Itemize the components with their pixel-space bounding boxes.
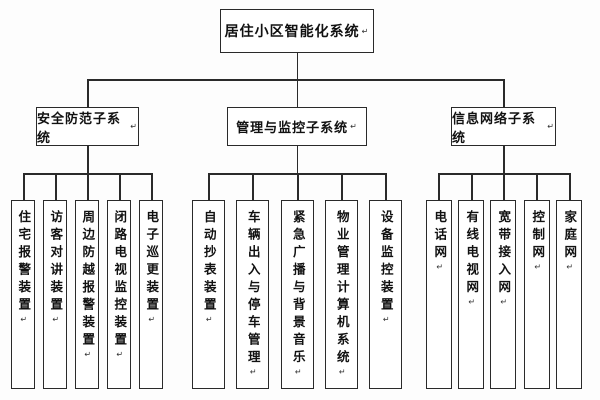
leaf-label: 设备监控装置 xyxy=(378,210,394,315)
connector-line xyxy=(536,173,538,200)
connector-line xyxy=(296,79,298,107)
leaf-meter-reading: 自动抄表装置↵ xyxy=(192,200,225,389)
connector-line xyxy=(471,173,473,200)
node-info-network-subsystem: 信息网络子系统 ↵ xyxy=(451,107,556,146)
leaf-label: 闭路电视监控装置 xyxy=(112,210,128,350)
connector-line xyxy=(208,173,210,200)
leaf-label: 宽带接入网 xyxy=(496,210,512,298)
connector-line xyxy=(385,173,387,200)
leaf-label: 有线电视网 xyxy=(464,210,480,298)
leaf-label: 物业管理计算机系统 xyxy=(334,210,350,368)
connector-line xyxy=(252,173,254,200)
connector-line xyxy=(569,173,571,200)
connector-line xyxy=(503,79,505,107)
return-mark: ↵ xyxy=(435,262,445,277)
return-mark: ↵ xyxy=(130,122,138,131)
leaf-visitor-intercom: 访客对讲装置↵ xyxy=(43,200,67,389)
node-root: 居住小区智能化系统↵ xyxy=(220,9,374,53)
return-mark: ↵ xyxy=(19,315,29,329)
connector-line xyxy=(296,53,298,79)
leaf-broadcast-music: 紧急广播与背景音乐↵ xyxy=(281,200,314,389)
leaf-cable-tv-network: 有线电视网↵ xyxy=(458,200,484,389)
leaf-label: 电子巡更装置 xyxy=(144,210,160,315)
connector-line xyxy=(87,173,89,200)
return-mark: ↵ xyxy=(337,367,347,382)
connector-line xyxy=(87,79,89,107)
leaf-label: 车辆出入与停车管理 xyxy=(245,210,261,368)
return-mark: ↵ xyxy=(350,122,358,131)
leaf-label: 住宅报警装置 xyxy=(16,210,32,315)
leaf-home-alarm: 住宅报警装置↵ xyxy=(11,200,35,389)
leaf-parking-management: 车辆出入与停车管理↵ xyxy=(236,200,269,389)
node-security-subsystem: 安全防范子系统 ↵ xyxy=(36,107,139,146)
leaf-electronic-patrol: 电子巡更装置↵ xyxy=(139,200,163,389)
leaf-label: 自动抄表装置 xyxy=(201,210,217,315)
return-mark: ↵ xyxy=(547,122,555,131)
return-mark: ↵ xyxy=(248,367,258,382)
leaf-equipment-monitor: 设备监控装置↵ xyxy=(369,200,402,389)
return-mark: ↵ xyxy=(83,350,93,364)
leaf-label: 控制网 xyxy=(530,210,546,263)
connector-line xyxy=(297,173,299,200)
connector-line xyxy=(23,173,25,200)
leaf-property-computer: 物业管理计算机系统↵ xyxy=(325,200,358,389)
connector-line xyxy=(151,173,153,200)
root-label: 居住小区智能化系统 xyxy=(224,24,360,40)
leaf-home-network: 家庭网↵ xyxy=(556,200,582,389)
leaf-cctv-monitor: 闭路电视监控装置↵ xyxy=(107,200,131,389)
connector-line xyxy=(438,173,440,200)
leaf-label: 访客对讲装置 xyxy=(48,210,64,315)
leaf-control-network: 控制网↵ xyxy=(524,200,550,389)
leaf-label: 周边防越报警装置 xyxy=(80,210,96,350)
node-management-subsystem: 管理与监控子系统↵ xyxy=(227,107,367,146)
leaf-broadband-network: 宽带接入网↵ xyxy=(490,200,516,389)
return-mark: ↵ xyxy=(51,315,61,329)
connector-line xyxy=(296,146,298,173)
leaf-perimeter-alarm: 周边防越报警装置↵ xyxy=(75,200,99,389)
leaf-label: 家庭网 xyxy=(562,210,578,263)
connector-line xyxy=(55,173,57,200)
connector-line xyxy=(87,79,504,81)
subsystem-label: 信息网络子系统 xyxy=(452,111,537,146)
leaf-label: 电话网 xyxy=(432,210,448,263)
return-mark: ↵ xyxy=(361,26,370,36)
connector-line xyxy=(503,145,505,173)
return-mark: ↵ xyxy=(381,315,391,329)
return-mark: ↵ xyxy=(147,315,157,329)
connector-line xyxy=(503,173,505,200)
return-mark: ↵ xyxy=(204,315,214,329)
return-mark: ↵ xyxy=(499,297,509,312)
subsystem-label: 安全防范子系统 xyxy=(37,111,122,146)
leaf-telephone-network: 电话网↵ xyxy=(426,200,452,389)
return-mark: ↵ xyxy=(565,262,575,277)
return-mark: ↵ xyxy=(533,262,543,277)
leaf-label: 紧急广播与背景音乐 xyxy=(290,210,306,368)
return-mark: ↵ xyxy=(467,297,477,312)
connector-line xyxy=(119,173,121,200)
connector-line xyxy=(341,173,343,200)
return-mark: ↵ xyxy=(115,350,125,364)
connector-line xyxy=(87,146,89,173)
return-mark: ↵ xyxy=(293,367,303,382)
subsystem-label: 管理与监控子系统 xyxy=(236,121,349,136)
